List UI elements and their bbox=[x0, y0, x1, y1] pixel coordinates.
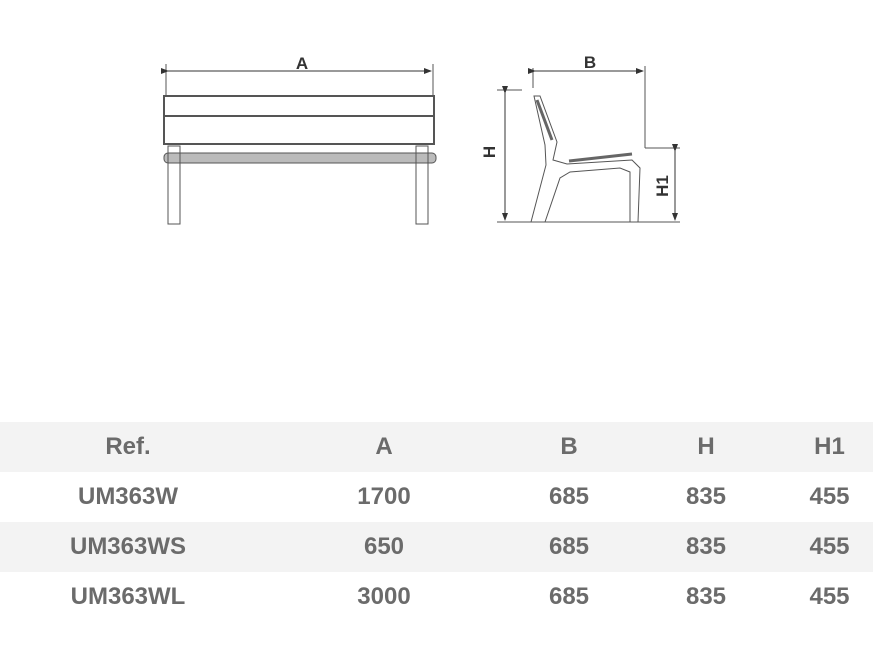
header-ref: Ref. bbox=[105, 433, 151, 460]
cell-ref: UM363WS bbox=[69, 533, 187, 560]
dimension-h1-label: H1 bbox=[653, 175, 672, 197]
header-h1: H1 bbox=[814, 433, 845, 460]
table-row: UM363WL 3000 685 835 455 bbox=[0, 572, 873, 622]
dimension-b-label: B bbox=[584, 53, 596, 72]
cell-b: 685 bbox=[548, 533, 590, 560]
cell-a: 650 bbox=[363, 533, 405, 560]
cell-h1: 455 bbox=[809, 583, 850, 610]
table-row: UM363W 1700 685 835 455 bbox=[0, 472, 873, 522]
dimension-a-label: A bbox=[296, 54, 308, 73]
cell-h: 835 bbox=[685, 483, 727, 510]
header-b: B bbox=[560, 433, 578, 460]
cell-h1: 455 bbox=[809, 483, 850, 510]
dimension-h-label: H bbox=[480, 146, 499, 158]
side-view bbox=[497, 66, 680, 223]
cell-ref: UM363W bbox=[77, 483, 179, 510]
dimensions-table: Ref. A B H H1 UM363W 1700 685 835 455 UM… bbox=[0, 422, 873, 622]
cell-h: 835 bbox=[685, 533, 727, 560]
table-row: UM363WS 650 685 835 455 bbox=[0, 522, 873, 572]
cell-h: 835 bbox=[685, 583, 727, 610]
cell-ref: UM363WL bbox=[70, 583, 186, 610]
front-view bbox=[161, 64, 437, 225]
bench-dimension-drawing: A B H H1 bbox=[161, 53, 680, 225]
cell-h1: 455 bbox=[809, 533, 850, 560]
header-h: H bbox=[697, 433, 715, 460]
cell-a: 3000 bbox=[357, 583, 411, 610]
cell-b: 685 bbox=[548, 483, 590, 510]
cell-b: 685 bbox=[548, 583, 590, 610]
header-a: A bbox=[375, 433, 393, 460]
table-header-row: Ref. A B H H1 bbox=[0, 422, 873, 472]
cell-a: 1700 bbox=[357, 483, 411, 510]
